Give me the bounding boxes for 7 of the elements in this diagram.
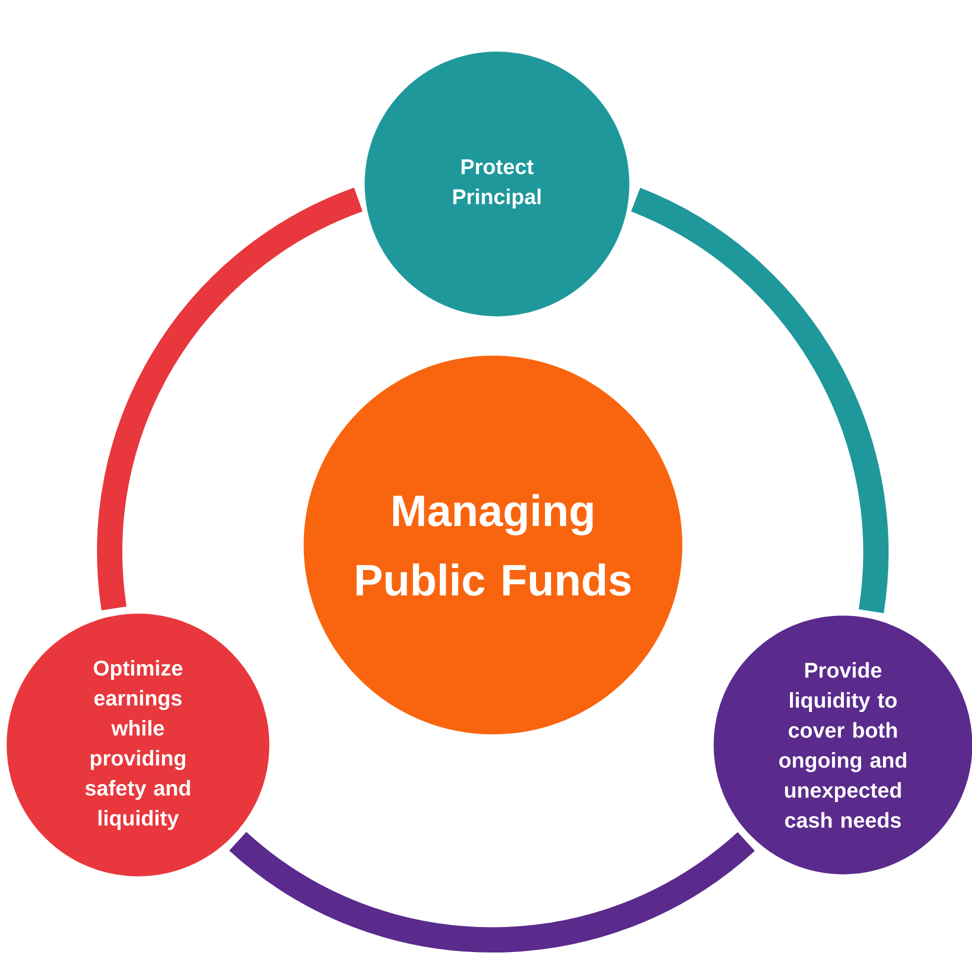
circle-node: Protect Principal: [361, 48, 633, 320]
circle-node: Optimize earnings while providing safety and liquidity: [3, 610, 273, 880]
circle-node: Managing Public Funds: [300, 352, 686, 738]
ring-arc: [230, 831, 754, 952]
circle-node: Provide liquidity to cover both ongoing and unexpected cash needs: [710, 612, 972, 878]
ring-arc: [97, 188, 364, 610]
ring-arc: [630, 188, 888, 613]
